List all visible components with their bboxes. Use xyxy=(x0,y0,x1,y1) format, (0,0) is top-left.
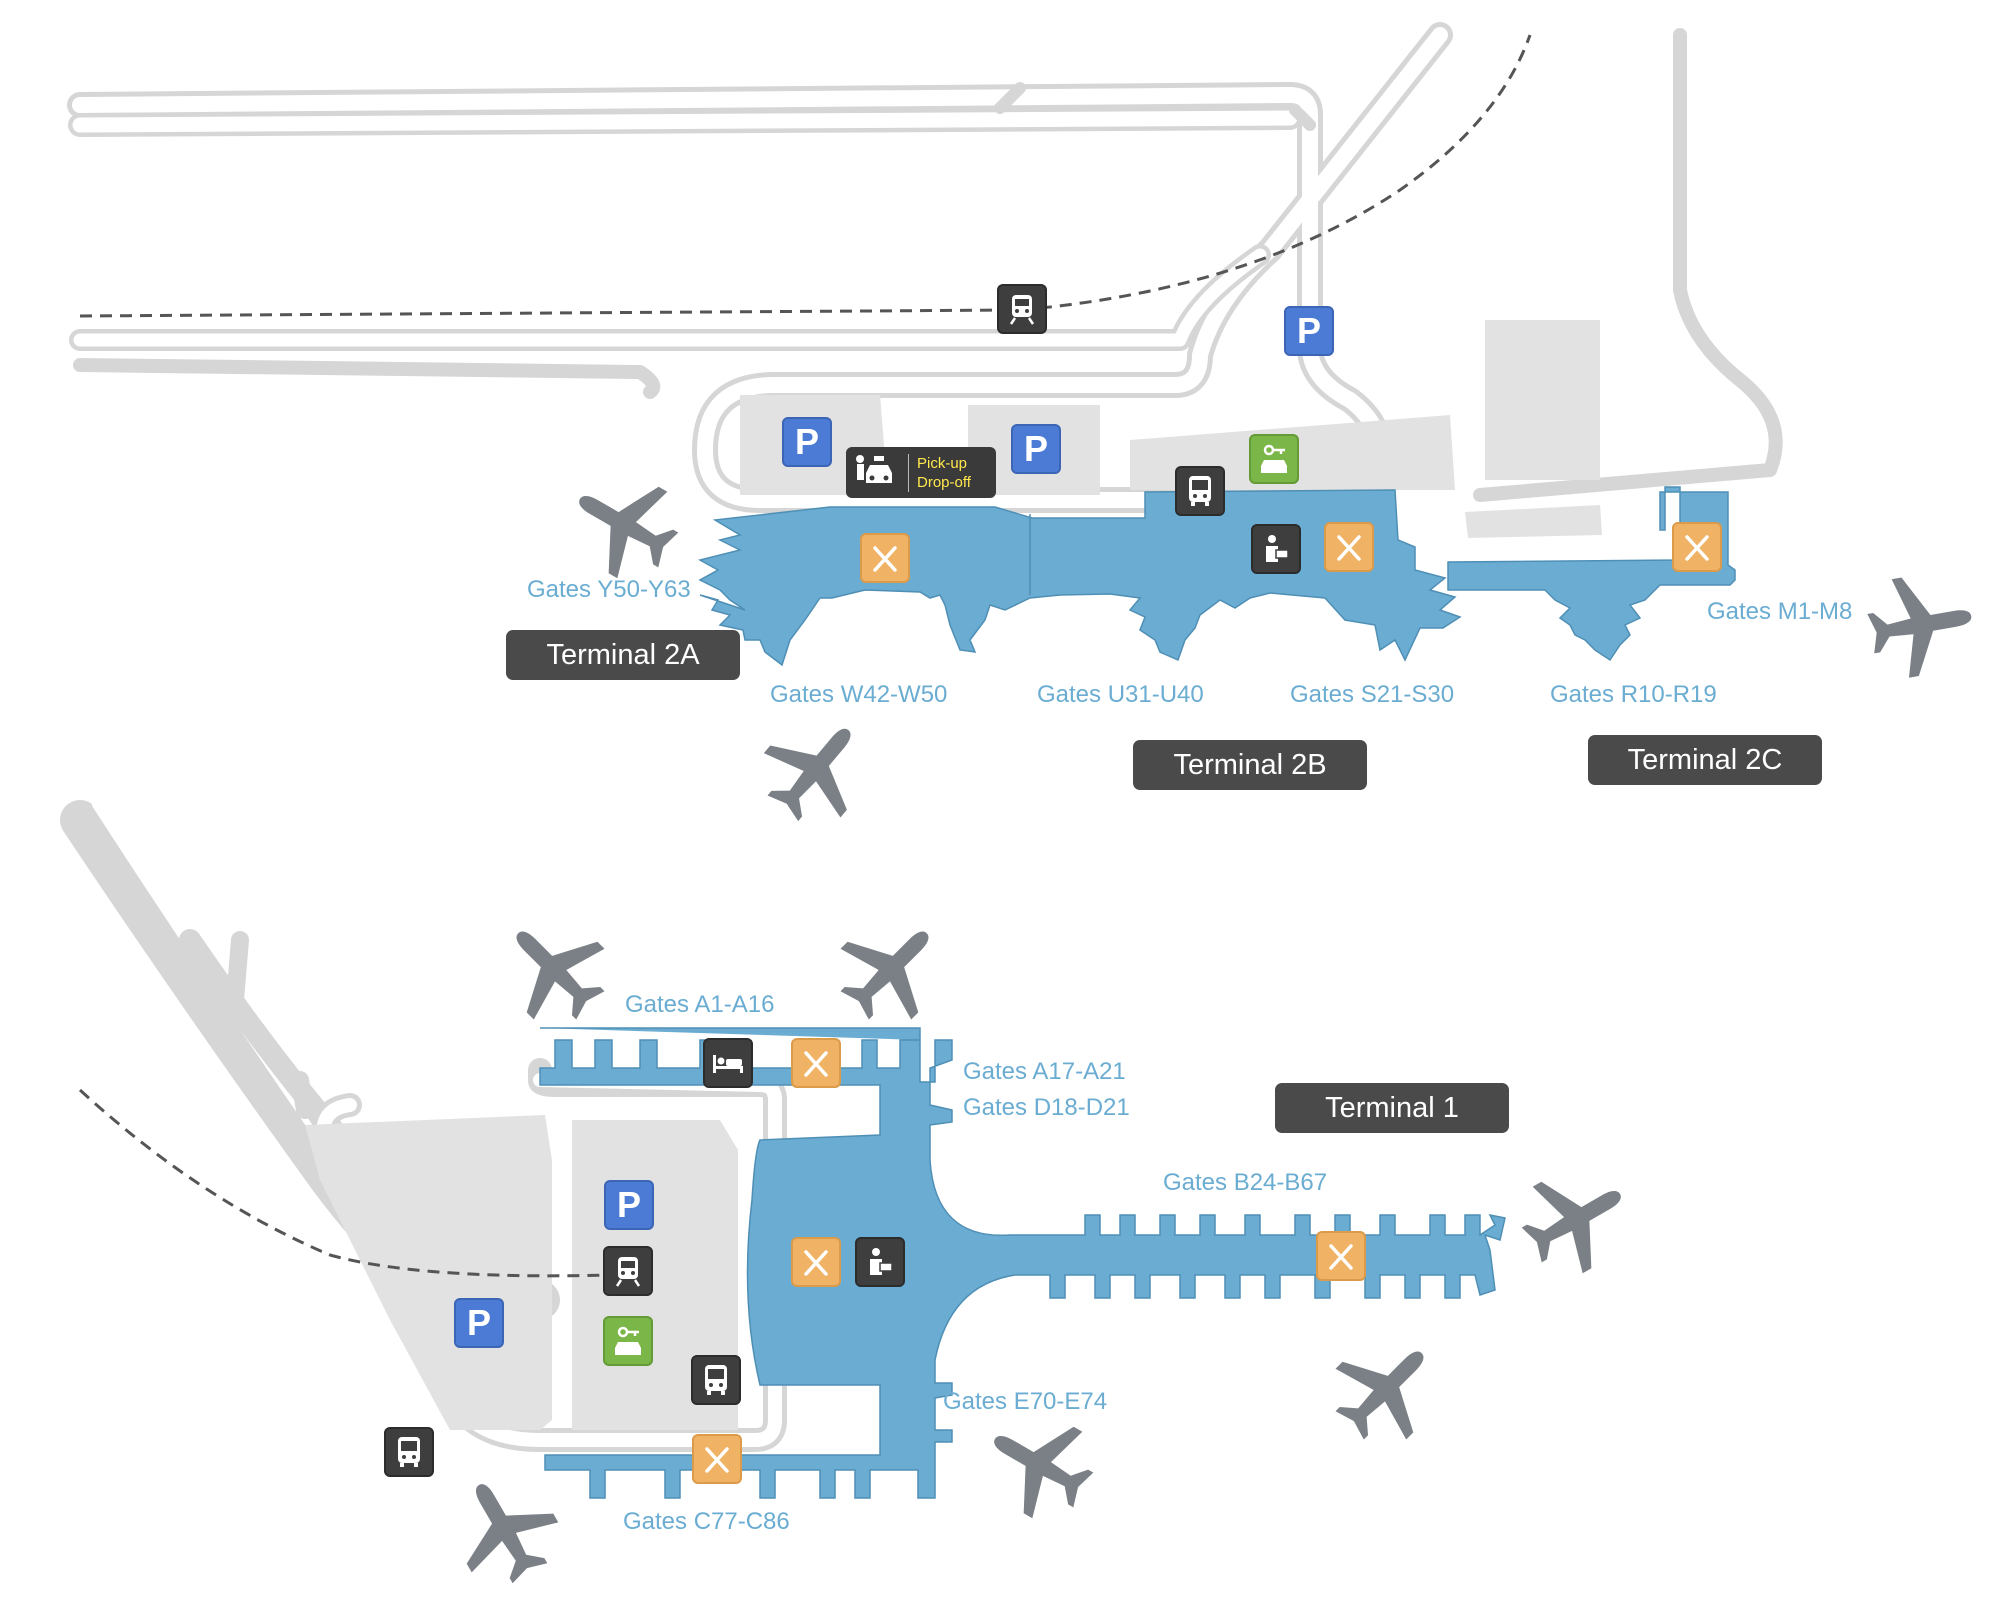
upper-rail-line xyxy=(79,34,1532,318)
airplane-icon xyxy=(482,897,626,1041)
airplane-icon xyxy=(1862,566,1980,683)
gate-label-c77-c86: Gates C77-C86 xyxy=(623,1508,790,1535)
parking-icon: P xyxy=(604,1180,654,1230)
terminal-2a-badge: Terminal 2A xyxy=(506,630,740,680)
terminal-2b-badge: Terminal 2B xyxy=(1133,740,1367,790)
airplane-icon xyxy=(969,1395,1109,1534)
upper-roads xyxy=(67,22,1783,513)
lower-rail-line xyxy=(78,1088,611,1278)
restaurant-icon xyxy=(1324,522,1374,572)
hotel-icon xyxy=(703,1038,753,1088)
bus-icon xyxy=(384,1427,434,1477)
train-station-icon xyxy=(997,284,1047,334)
airplane-icon xyxy=(554,455,694,594)
parking-icon: P xyxy=(782,417,832,467)
gate-label-s21-s30: Gates S21-S30 xyxy=(1290,681,1455,708)
gate-label-m1-m8: Gates M1-M8 xyxy=(1707,598,1853,625)
restaurant-icon xyxy=(692,1434,742,1484)
gate-label-a1-a16: Gates A1-A16 xyxy=(625,991,775,1018)
airplane-icon xyxy=(1506,1150,1646,1289)
passport-control-icon xyxy=(855,1237,905,1287)
bus-icon xyxy=(1175,466,1225,516)
pickup-label: Pick-up xyxy=(917,454,968,472)
gate-label-e70-e74: Gates E70-E74 xyxy=(943,1388,1108,1415)
bus-icon xyxy=(691,1355,741,1405)
terminal-2c-badge: Terminal 2C xyxy=(1588,735,1822,785)
pickup-dropoff-text: Pick-up Drop-off xyxy=(908,453,971,492)
restaurant-icon xyxy=(791,1237,841,1287)
parking-icon: P xyxy=(1011,424,1061,474)
lower-lots xyxy=(305,1115,738,1430)
restaurant-icon xyxy=(791,1038,841,1088)
gate-label-a17-a21: Gates A17-A21 xyxy=(963,1058,1126,1085)
airplane-icon xyxy=(1314,1317,1458,1461)
airplane-icon xyxy=(435,1459,574,1599)
airplane-icon xyxy=(744,698,887,841)
pickup-dropoff-sign: Pick-up Drop-off xyxy=(846,447,996,498)
passport-control-icon xyxy=(1251,524,1301,574)
restaurant-icon xyxy=(1316,1231,1366,1281)
airplane-icon xyxy=(819,897,963,1041)
gate-label-y50-y63: Gates Y50-Y63 xyxy=(527,576,691,603)
gate-label-u31-u40: Gates U31-U40 xyxy=(1037,681,1204,708)
terminal-1-badge: Terminal 1 xyxy=(1275,1083,1509,1133)
parking-icon: P xyxy=(1284,306,1334,356)
restaurant-icon xyxy=(1672,522,1722,572)
dropoff-label: Drop-off xyxy=(917,473,971,491)
parking-icon: P xyxy=(454,1298,504,1348)
gate-label-r10-r19: Gates R10-R19 xyxy=(1550,681,1717,708)
taxi-icon xyxy=(852,453,902,492)
gate-label-w42-w50: Gates W42-W50 xyxy=(770,681,948,708)
terminal-1-building xyxy=(539,1027,1506,1499)
car-rental-icon xyxy=(603,1316,653,1366)
gate-label-b24-b67: Gates B24-B67 xyxy=(1163,1169,1328,1196)
restaurant-icon xyxy=(860,533,910,583)
car-rental-icon xyxy=(1249,434,1299,484)
gate-label-d18-d21: Gates D18-D21 xyxy=(963,1094,1130,1121)
train-station-icon xyxy=(603,1246,653,1296)
